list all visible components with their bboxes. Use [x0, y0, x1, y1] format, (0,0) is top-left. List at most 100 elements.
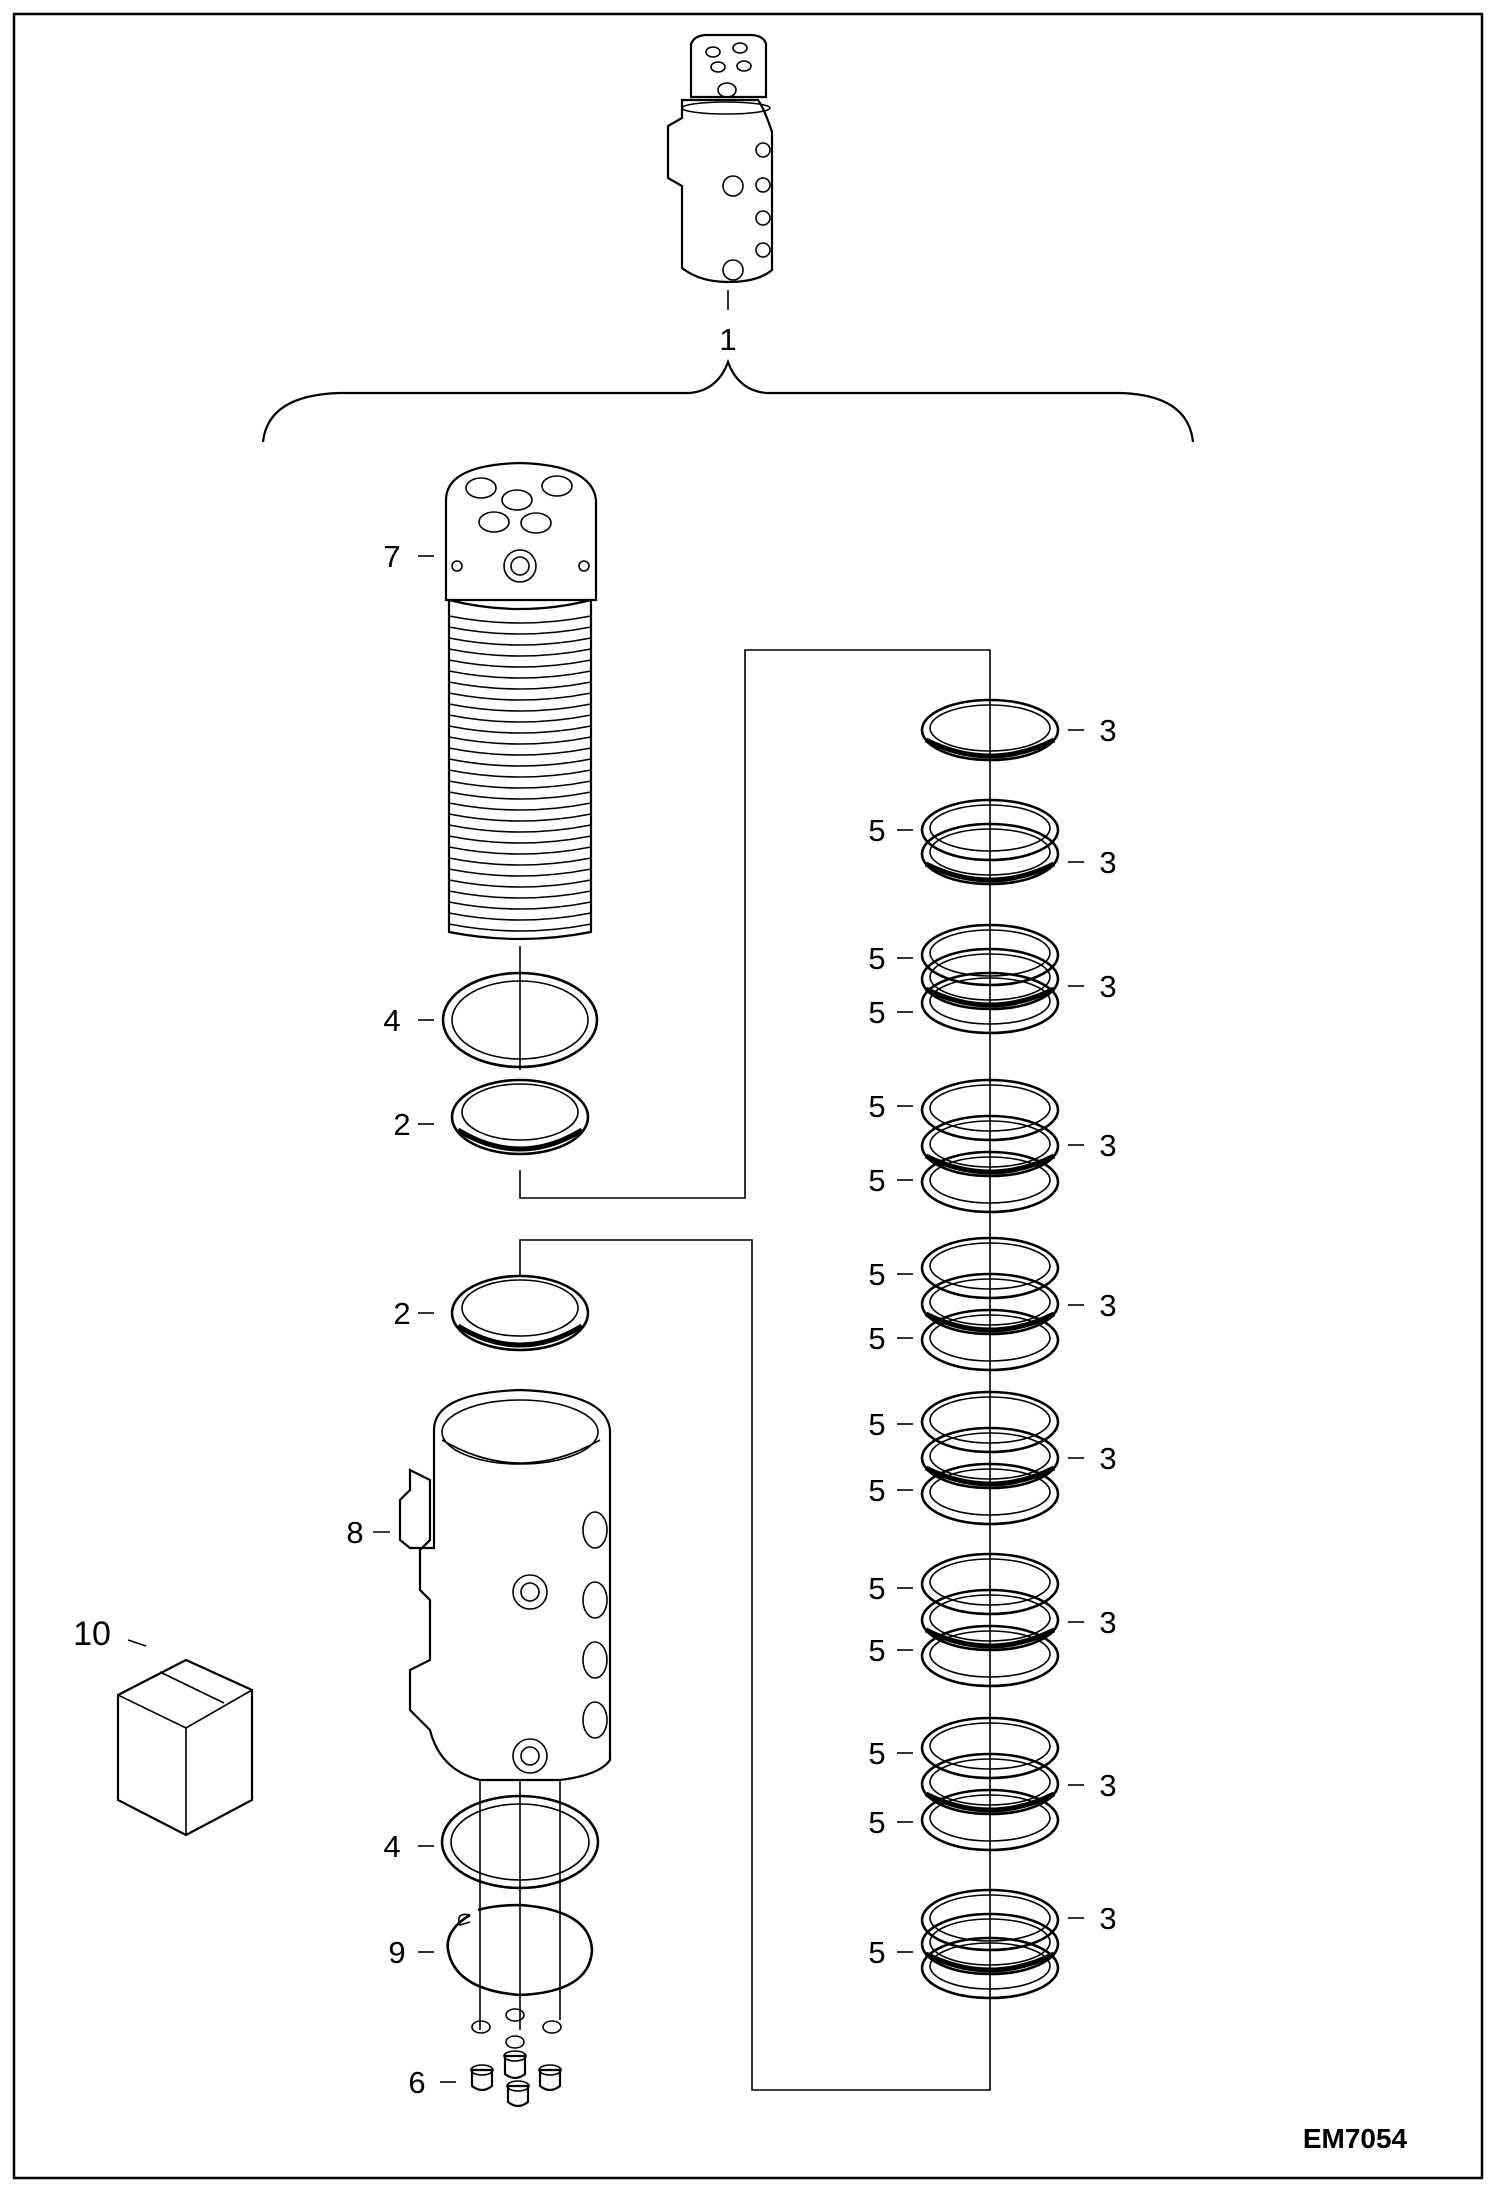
kit-box-icon — [116, 1658, 254, 1837]
callout-3: 3 — [1099, 1441, 1116, 1476]
shaft-groove — [448, 802, 592, 811]
shaft-groove — [448, 714, 592, 723]
housing-icon — [398, 1388, 612, 2030]
backup-ring-icon — [920, 1114, 1060, 1178]
shaft-groove — [448, 703, 592, 712]
ring-5-icon — [920, 1888, 1060, 1952]
oring-top-icon — [441, 971, 599, 1069]
ring-inner-edge — [929, 1918, 1051, 1966]
ring-inner-edge — [929, 1120, 1051, 1168]
callout-5: 5 — [868, 1473, 885, 1508]
ring-inner-edge — [929, 1558, 1051, 1606]
callout-4-bottom: 4 — [383, 1829, 400, 1864]
callout-5: 5 — [868, 1805, 885, 1840]
ring-inner-edge — [929, 1794, 1051, 1842]
callout-7: 7 — [383, 539, 400, 574]
shaft-groove — [448, 780, 592, 789]
ring-5-icon — [920, 1788, 1060, 1852]
ring-inner-edge — [929, 1894, 1051, 1942]
callout-2-upper: 2 — [393, 1107, 410, 1142]
ring-5-icon — [920, 1150, 1060, 1214]
ring-inner-edge — [929, 1084, 1051, 1132]
shaft-groove — [448, 626, 592, 635]
shaft-groove — [448, 648, 592, 657]
callout-5: 5 — [868, 1089, 885, 1124]
shaft-groove — [448, 758, 592, 767]
drawing-code: EM7054 — [1303, 2123, 1408, 2154]
shaft-groove — [448, 824, 592, 833]
ring-inner-edge — [929, 1396, 1051, 1444]
leader-line-upper — [519, 649, 991, 1199]
shaft-groove — [448, 615, 592, 624]
shaft-groove — [448, 890, 592, 899]
shaft-groove — [448, 879, 592, 888]
callout-3: 3 — [1099, 969, 1116, 1004]
shaft-groove — [448, 670, 592, 679]
ring-inner-edge — [929, 1722, 1051, 1770]
callout-6: 6 — [408, 2065, 425, 2100]
ring-5-icon — [920, 923, 1060, 987]
backup-ring-edge — [924, 1951, 1056, 1973]
shaft-groove — [448, 901, 592, 910]
callout-5: 5 — [868, 813, 885, 848]
ring-inner-edge — [929, 1432, 1051, 1480]
ring-inner-edge — [929, 1942, 1051, 1990]
ring-inner-edge — [929, 804, 1051, 852]
callout-3: 3 — [1099, 713, 1116, 748]
callout-5: 5 — [868, 1571, 885, 1606]
ring-inner-edge — [929, 828, 1051, 876]
shaft-groove — [448, 846, 592, 855]
shaft-groove — [448, 747, 592, 756]
callout-10: 10 — [73, 1615, 111, 1653]
callout-8: 8 — [346, 1515, 363, 1550]
ring-5-icon — [920, 1552, 1060, 1616]
callout-3: 3 — [1099, 1768, 1116, 1803]
backup-ring-icon — [920, 698, 1060, 762]
shaft-groove — [448, 857, 592, 866]
callout-3: 3 — [1099, 1901, 1116, 1936]
ring-5-icon — [920, 971, 1060, 1035]
callout-3: 3 — [1099, 845, 1116, 880]
shaft-groove — [448, 681, 592, 690]
callout-5: 5 — [868, 1163, 885, 1198]
leader-line-lower — [519, 1239, 991, 2091]
ring-5-icon — [920, 1936, 1060, 2000]
ring-inner-edge — [929, 1156, 1051, 1204]
shaft-groove — [448, 736, 592, 745]
seal-upper-icon — [450, 1078, 590, 1156]
shaft-groove — [448, 725, 592, 734]
shaft-groove — [448, 923, 592, 932]
callout-5: 5 — [868, 1633, 885, 1668]
callout-3: 3 — [1099, 1128, 1116, 1163]
backup-ring-icon — [920, 1752, 1060, 1816]
backup-ring-icon — [920, 1588, 1060, 1652]
ring-5-icon — [920, 1716, 1060, 1780]
drawing-border — [12, 12, 1484, 2180]
ring-5-icon — [920, 1390, 1060, 1454]
callout-5: 5 — [868, 1257, 885, 1292]
callout-2-lower: 2 — [393, 1296, 410, 1331]
ring-inner-edge — [929, 1630, 1051, 1678]
ring-inner-edge — [929, 1314, 1051, 1362]
backup-ring-icon — [920, 1272, 1060, 1336]
shaft-groove — [448, 637, 592, 646]
shaft-groove — [448, 791, 592, 800]
callout-3: 3 — [1099, 1605, 1116, 1640]
callout-5: 5 — [868, 1935, 885, 1970]
callout-5: 5 — [868, 1321, 885, 1356]
ring-5-icon — [920, 1308, 1060, 1372]
ring-inner-edge — [929, 1278, 1051, 1326]
ring-inner-edge — [929, 1758, 1051, 1806]
fittings-icon — [470, 2008, 562, 2108]
oring-bottom-icon — [440, 1794, 600, 1890]
swivel-assembly-icon — [666, 33, 774, 310]
callout-5: 5 — [868, 995, 885, 1030]
ring-inner-edge — [929, 929, 1051, 977]
rotor-shaft-icon — [444, 461, 598, 1070]
backup-ring-icon — [920, 947, 1060, 1011]
shaft-groove — [448, 659, 592, 668]
ring-inner-edge — [929, 704, 1051, 752]
callout-5: 5 — [868, 1736, 885, 1771]
